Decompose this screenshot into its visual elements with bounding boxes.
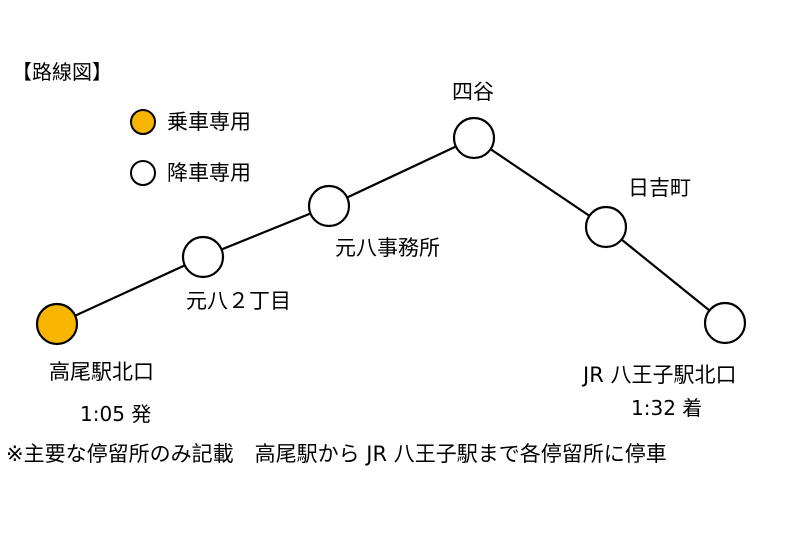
legend-boarding-marker bbox=[130, 109, 156, 135]
footnote: ※主要な停留所のみ記載 高尾駅から JR 八王子駅まで各停留所に停車 bbox=[6, 442, 667, 466]
stop-marker-yotsuya bbox=[452, 116, 496, 160]
stop-marker-motohachi-2chome bbox=[181, 235, 225, 279]
legend-boarding-label: 乗車専用 bbox=[167, 110, 251, 134]
stop-label-takao-north: 高尾駅北口 bbox=[49, 360, 154, 384]
departure-time: 1:05 発 bbox=[80, 402, 152, 426]
stop-label-jr-hachioji-north: JR 八王子駅北口 bbox=[583, 363, 737, 387]
legend-alighting-marker bbox=[130, 160, 156, 186]
diagram-title: 【路線図】 bbox=[12, 60, 112, 84]
route-line bbox=[56, 136, 726, 325]
stop-label-hiyoshicho: 日吉町 bbox=[628, 176, 691, 200]
legend-alighting-label: 降車専用 bbox=[167, 161, 251, 185]
arrival-time: 1:32 着 bbox=[631, 396, 703, 420]
stop-marker-hiyoshicho bbox=[584, 205, 628, 249]
stop-label-motohachi-office: 元八事務所 bbox=[335, 236, 440, 260]
stop-label-yotsuya: 四谷 bbox=[452, 80, 494, 104]
stop-marker-motohachi-office bbox=[307, 184, 351, 228]
stop-marker-takao-north bbox=[35, 302, 79, 346]
stop-marker-jr-hachioji-north bbox=[703, 301, 747, 345]
stop-label-motohachi-2chome: 元八２丁目 bbox=[186, 289, 291, 313]
